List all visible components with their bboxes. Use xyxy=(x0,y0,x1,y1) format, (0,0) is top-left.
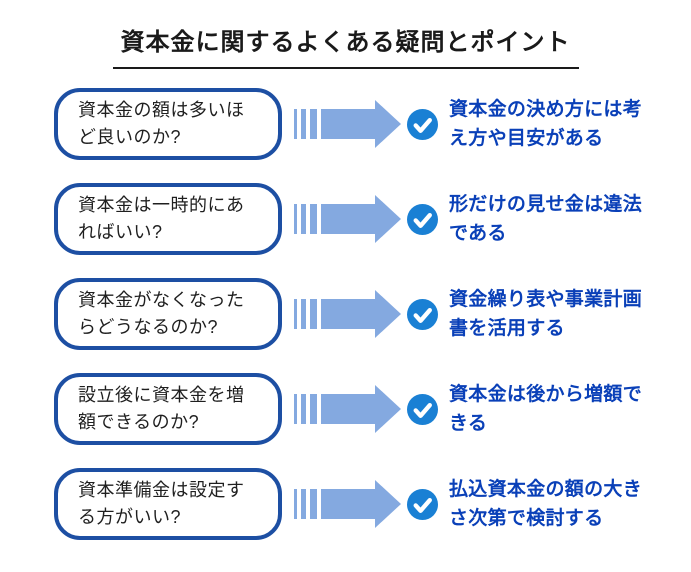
faq-row: 資本金がなくなった らどうなるのか? 資金繰り表や事業計画 書を活用する xyxy=(54,278,642,350)
title-container: 資本金に関するよくある疑問とポイント xyxy=(0,0,691,69)
right-arrow-icon xyxy=(294,195,401,243)
right-arrow-icon xyxy=(294,290,401,338)
check-circle-icon xyxy=(407,488,438,520)
question-box: 資本金の額は多いほ ど良いのか? xyxy=(54,88,282,160)
answer-text: 資金繰り表や事業計画 書を活用する xyxy=(449,288,643,339)
answer-text: 形だけの見せ金は違法 である xyxy=(449,193,643,244)
answer-text: 払込資本金の額の大き さ次第で検討する xyxy=(449,478,643,529)
check-circle-icon xyxy=(407,108,438,140)
check-circle-icon xyxy=(407,203,438,235)
answer-text: 資本金は後から増額で きる xyxy=(449,383,643,434)
question-text: 資本準備金は設定す る方がいい? xyxy=(78,480,245,527)
right-arrow-icon xyxy=(294,100,401,148)
answer-text: 資本金の決め方には考 え方や目安がある xyxy=(449,98,643,149)
faq-row: 資本金の額は多いほ ど良いのか? 資本金の決め方には考 え方や目安がある xyxy=(54,88,642,160)
right-arrow-icon xyxy=(294,480,401,528)
page-title: 資本金に関するよくある疑問とポイント xyxy=(112,22,579,69)
question-box: 資本準備金は設定す る方がいい? xyxy=(54,468,282,540)
question-box: 資本金は一時的にあ ればいい? xyxy=(54,183,282,255)
faq-rows: 資本金の額は多いほ ど良いのか? 資本金の決め方には考 え方や目安がある 資本金… xyxy=(54,88,642,540)
question-text: 資本金の額は多いほ ど良いのか? xyxy=(78,100,245,147)
faq-row: 設立後に資本金を増 額できるのか? 資本金は後から増額で きる xyxy=(54,373,642,445)
question-text: 設立後に資本金を増 額できるのか? xyxy=(78,385,245,432)
question-text: 資本金は一時的にあ ればいい? xyxy=(78,195,245,242)
question-box: 資本金がなくなった らどうなるのか? xyxy=(54,278,282,350)
right-arrow-icon xyxy=(294,385,401,433)
check-circle-icon xyxy=(407,298,438,330)
faq-row: 資本金は一時的にあ ればいい? 形だけの見せ金は違法 である xyxy=(54,183,642,255)
check-circle-icon xyxy=(407,393,438,425)
faq-row: 資本準備金は設定す る方がいい? 払込資本金の額の大き さ次第で検討する xyxy=(54,468,642,540)
question-box: 設立後に資本金を増 額できるのか? xyxy=(54,373,282,445)
question-text: 資本金がなくなった らどうなるのか? xyxy=(78,290,245,337)
